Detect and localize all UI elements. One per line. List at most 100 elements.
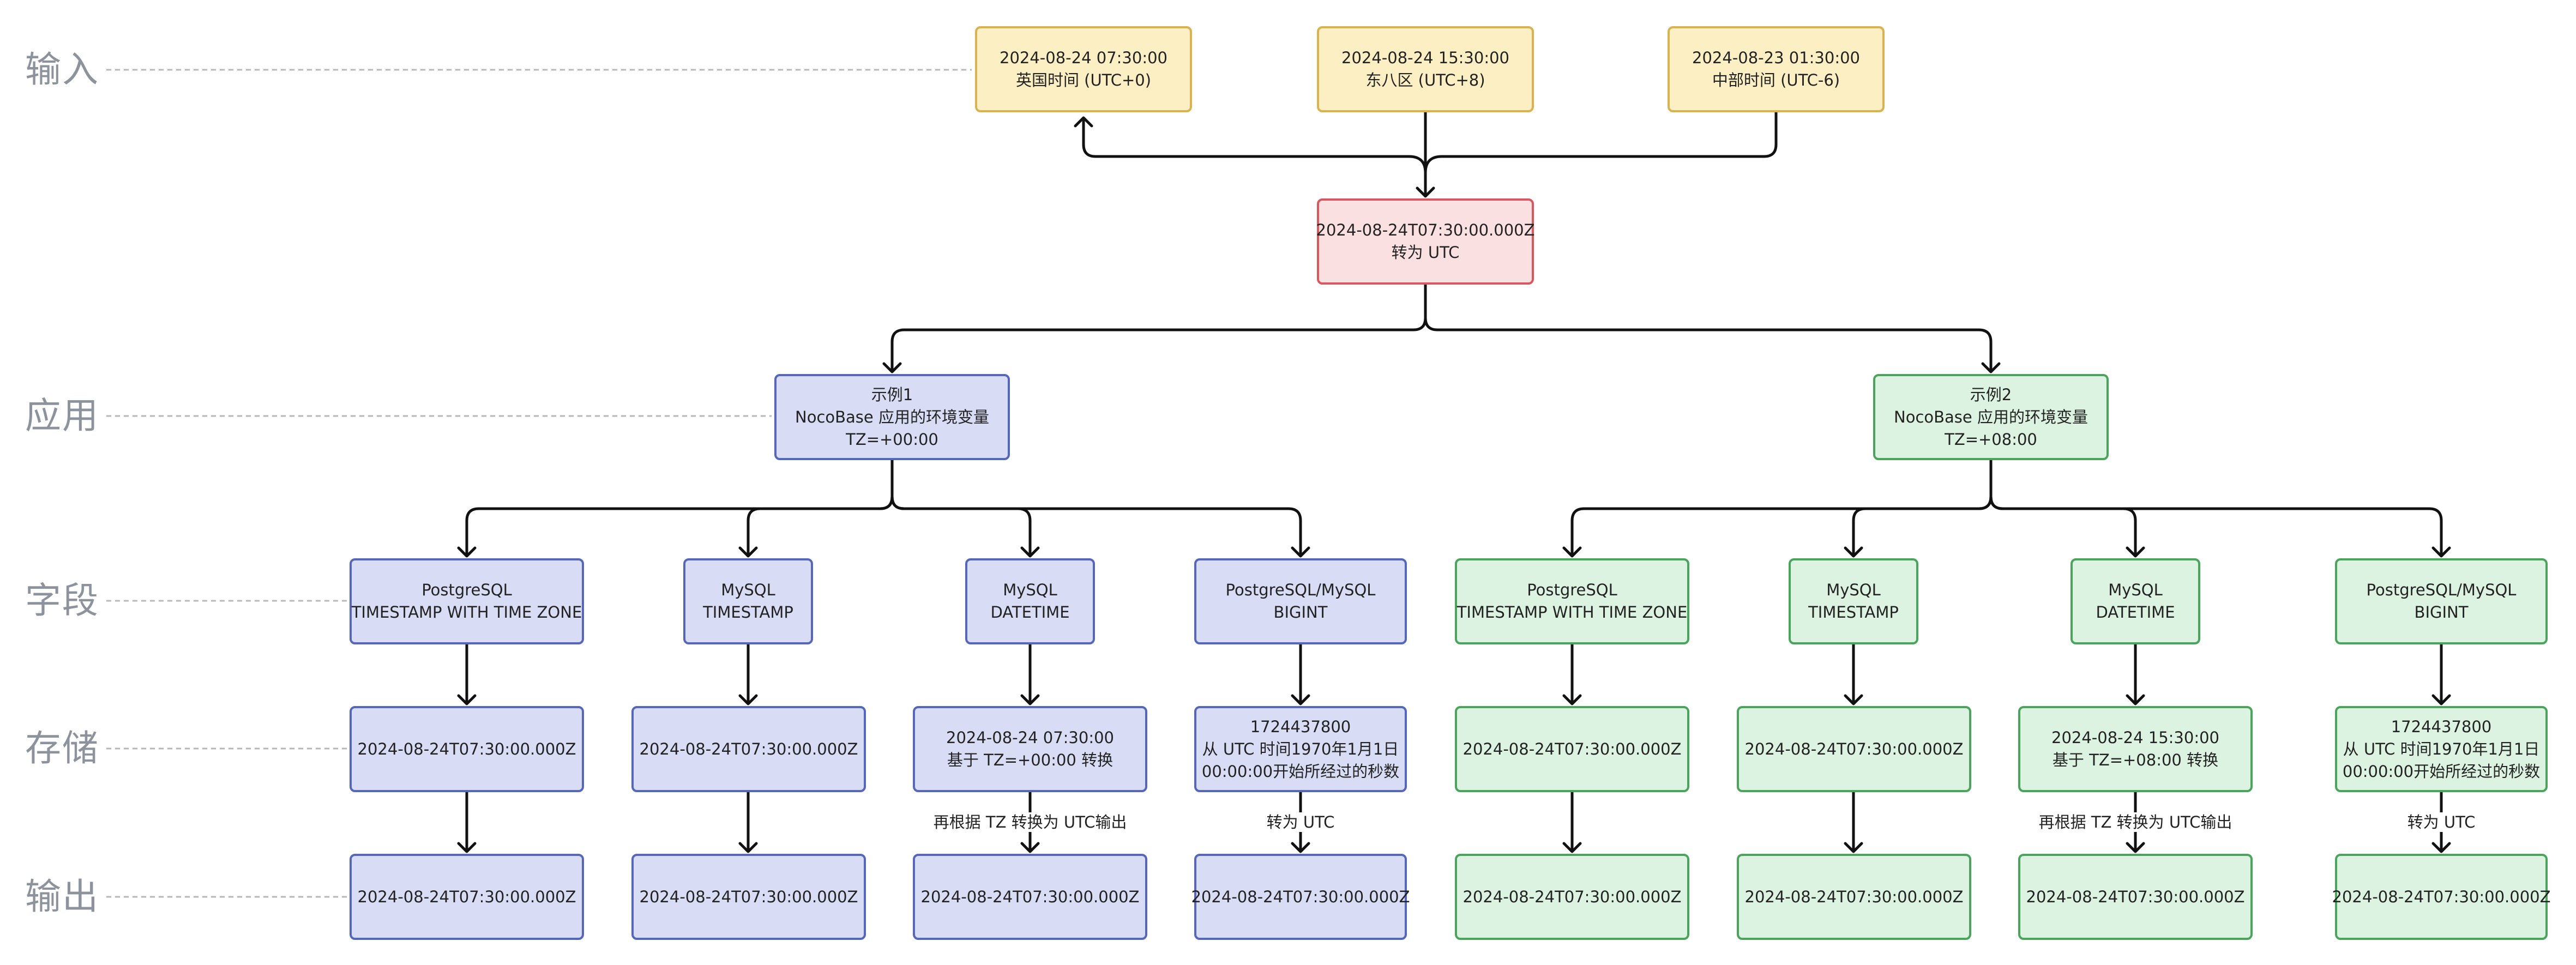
storage-1-1: 2024-08-24T07:30:00.000Z: [350, 706, 584, 792]
field-to-storage-arrow-2-3: [2126, 694, 2145, 705]
example-1-to-field-2-arrow: [738, 546, 758, 558]
output-1-1: 2024-08-24T07:30:00.000Z: [350, 854, 584, 940]
input-box-3-text: 中部时间 (UTC-6): [1712, 71, 1840, 89]
example-2-to-field-3-arrow: [2126, 546, 2145, 558]
example-2-to-field-2-arrow: [1844, 546, 1863, 558]
storage-1-1-text: 2024-08-24T07:30:00.000Z: [357, 739, 576, 758]
output-1-1-text: 2024-08-24T07:30:00.000Z: [357, 887, 576, 906]
storage-to-output-arrow-1-4: [1291, 842, 1310, 853]
output-2-3-text: 2024-08-24T07:30:00.000Z: [2026, 887, 2245, 906]
field-1-1-text: TIMESTAMP WITH TIME ZONE: [351, 603, 582, 622]
field-2-2-text: TIMESTAMP: [1808, 603, 1899, 622]
example-1-to-field-3-arrow: [1020, 546, 1040, 558]
edge-label-datetime-2: 再根据 TZ 转换为 UTC输出: [2036, 812, 2235, 832]
field-1-2-text: TIMESTAMP: [703, 603, 793, 622]
field-1-3-text: MySQL: [1003, 581, 1057, 599]
storage-2-2-text: 2024-08-24T07:30:00.000Z: [1744, 739, 1964, 758]
edge-label-bigint-2: 转为 UTC: [2405, 812, 2478, 832]
output-2-4: 2024-08-24T07:30:00.000Z: [2332, 854, 2551, 940]
output-2-1: 2024-08-24T07:30:00.000Z: [1455, 854, 1689, 940]
utc-to-example-1-arrow: [882, 362, 902, 373]
input-box-1-text: 英国时间 (UTC+0): [1015, 71, 1152, 89]
storage-2-4-text: 从 UTC 时间1970年1月1日: [2343, 739, 2540, 758]
input-3-connector: [1424, 112, 1778, 173]
input-box-1-text: 2024-08-24 07:30:00: [1000, 49, 1167, 67]
example-1-box-text: NocoBase 应用的环境变量: [795, 407, 989, 426]
input-2-arrow: [1416, 186, 1435, 198]
input-box-2-text: 东八区 (UTC+8): [1365, 71, 1485, 89]
input-box-1: 2024-08-24 07:30:00 英国时间 (UTC+0): [975, 26, 1192, 112]
storage-2-3-text: 基于 TZ=+08:00 转换: [2052, 751, 2219, 769]
storage-2-2: 2024-08-24T07:30:00.000Z: [1737, 706, 1971, 792]
storage-to-output-arrow-2-2: [1844, 842, 1863, 853]
utc-box-text: 2024-08-24T07:30:00.000Z: [1316, 221, 1535, 239]
storage-2-4-text: 00:00:00开始所经过的秒数: [2342, 762, 2541, 781]
example-2-box-text: TZ=+08:00: [1945, 430, 2037, 449]
field-1-2-text: MySQL: [721, 581, 775, 599]
storage-1-4-text: 从 UTC 时间1970年1月1日: [1202, 739, 1399, 758]
field-2-3-text: MySQL: [2108, 581, 2163, 599]
output-2-3: 2024-08-24T07:30:00.000Z: [2018, 854, 2253, 940]
field-1-4-text: PostgreSQL/MySQL: [1225, 581, 1376, 599]
storage-2-4-text: 1724437800: [2391, 717, 2492, 736]
field-1-4-text: BIGINT: [1273, 603, 1328, 622]
field-2-1-text: PostgreSQL: [1527, 581, 1617, 599]
field-1-1-text: PostgreSQL: [422, 581, 512, 599]
row-label-output: 输出: [25, 876, 99, 918]
utc-to-example-2: [1424, 285, 1993, 372]
storage-2-4: 1724437800 从 UTC 时间1970年1月1日 00:00:00开始所经过…: [2335, 706, 2548, 792]
output-1-2-text: 2024-08-24T07:30:00.000Z: [639, 887, 858, 906]
example-2-box-text: 示例2: [1970, 385, 2012, 404]
example-2-to-field-4: [1989, 460, 2443, 556]
storage-to-output-arrow-2-3: [2126, 842, 2145, 853]
field-1-4: PostgreSQL/MySQL BIGINT: [1194, 558, 1407, 644]
field-to-storage-arrow-2-1: [1562, 694, 1582, 705]
input-1-connector: [1082, 118, 1409, 158]
input-box-2-text: 2024-08-24 15:30:00: [1341, 49, 1509, 67]
output-2-1-text: 2024-08-24T07:30:00.000Z: [1462, 887, 1682, 906]
field-2-4-text: BIGINT: [2414, 603, 2469, 622]
output-2-2: 2024-08-24T07:30:00.000Z: [1737, 854, 1971, 940]
example-2-to-field-4-arrow: [2431, 546, 2451, 558]
example-1-to-field-4-arrow: [1291, 546, 1310, 558]
storage-1-2: 2024-08-24T07:30:00.000Z: [631, 706, 866, 792]
storage-1-3: 2024-08-24 07:30:00 基于 TZ=+00:00 转换: [913, 706, 1147, 792]
output-1-2: 2024-08-24T07:30:00.000Z: [631, 854, 866, 940]
edge-label-bigint-1: 转为 UTC: [1264, 812, 1337, 832]
field-to-storage-arrow-2-4: [2431, 694, 2451, 705]
storage-1-3-text: 2024-08-24 07:30:00: [946, 728, 1114, 747]
field-to-storage-arrow-1-2: [738, 694, 758, 705]
input-box-3-text: 2024-08-23 01:30:00: [1692, 49, 1860, 67]
storage-to-output-arrow-1-1: [457, 842, 477, 853]
field-to-storage-arrow-1-4: [1291, 694, 1310, 705]
field-2-1-text: TIMESTAMP WITH TIME ZONE: [1456, 603, 1688, 622]
field-2-3: MySQL DATETIME: [2071, 558, 2200, 644]
row-label-app: 应用: [25, 395, 99, 437]
example-1-box-text: 示例1: [871, 385, 913, 404]
field-1-2: MySQL TIMESTAMP: [683, 558, 813, 644]
storage-1-2-text: 2024-08-24T07:30:00.000Z: [639, 739, 858, 758]
field-2-2-text: MySQL: [1826, 581, 1881, 599]
utc-to-example-2-arrow: [1981, 362, 2001, 373]
field-2-3-text: DATETIME: [2096, 603, 2175, 622]
output-2-4-text: 2024-08-24T07:30:00.000Z: [2332, 887, 2551, 906]
field-2-1: PostgreSQL TIMESTAMP WITH TIME ZONE: [1455, 558, 1689, 644]
input-box-2: 2024-08-24 15:30:00 东八区 (UTC+8): [1317, 26, 1534, 112]
storage-1-3-text: 基于 TZ=+00:00 转换: [947, 751, 1114, 769]
storage-2-1-text: 2024-08-24T07:30:00.000Z: [1462, 739, 1682, 758]
row-label-input: 输入: [25, 49, 99, 91]
field-1-1: PostgreSQL TIMESTAMP WITH TIME ZONE: [350, 558, 584, 644]
storage-2-1: 2024-08-24T07:30:00.000Z: [1455, 706, 1689, 792]
storage-to-output-arrow-2-1: [1562, 842, 1582, 853]
row-label-field: 字段: [25, 580, 99, 622]
field-2-4-text: PostgreSQL/MySQL: [2366, 581, 2517, 599]
